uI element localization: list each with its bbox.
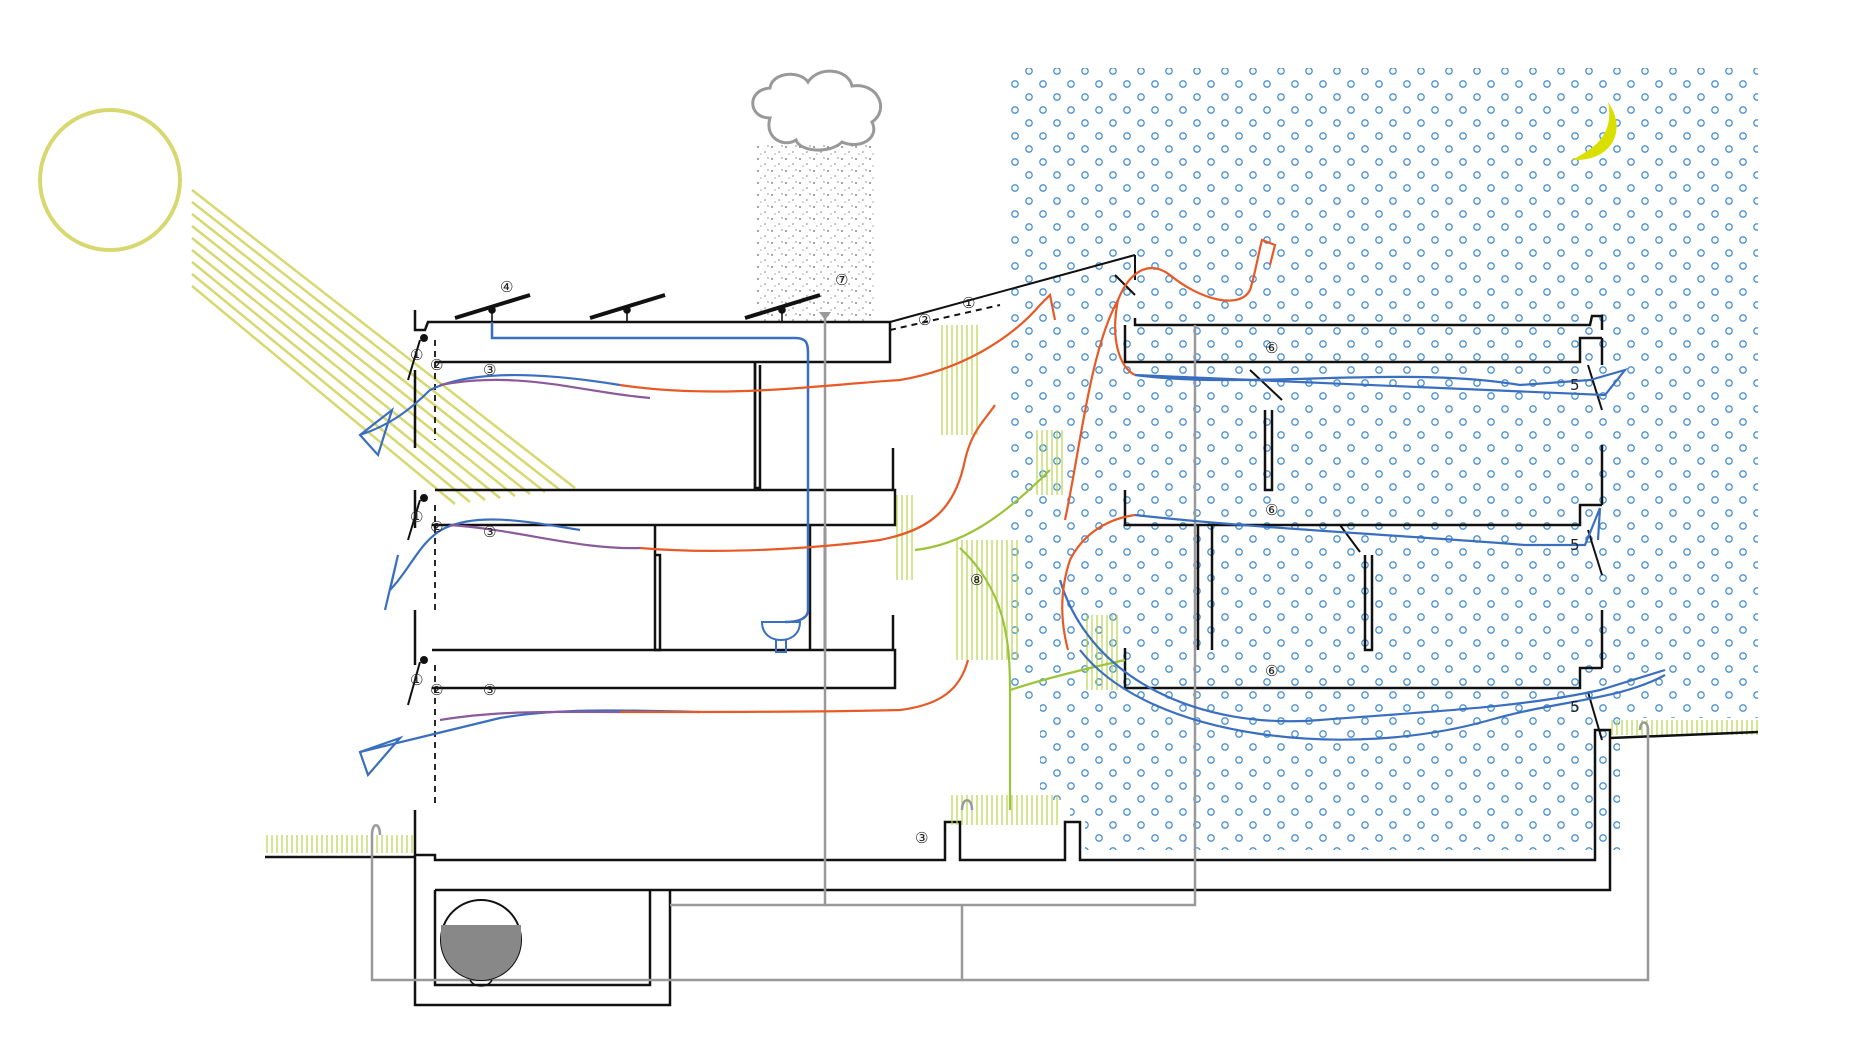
label-one-1: ① <box>410 346 423 364</box>
label-one-2: ① <box>410 508 423 526</box>
label-five-2: 5 <box>1570 536 1580 554</box>
label-six-1: ⑥ <box>1265 339 1278 357</box>
cloud-icon <box>751 69 883 152</box>
warm-air-flows <box>619 238 1277 714</box>
sun-icon <box>38 108 182 252</box>
night-sky <box>1010 68 1758 850</box>
label-three-2: ③ <box>483 523 496 541</box>
water-tank-icon <box>440 899 522 987</box>
label-two-2: ② <box>430 518 443 536</box>
labels: ① ② ③ ① ② ③ ① ② ③ ③ ④ ⑦ ① ② ⑥ ⑥ ⑥ 5 5 5 … <box>410 271 1580 847</box>
label-five-1: 5 <box>1570 376 1580 394</box>
label-two-1: ② <box>430 356 443 374</box>
label-two-roof: ② <box>918 311 931 329</box>
label-five-3: 5 <box>1570 698 1580 716</box>
label-six-3: ⑥ <box>1265 662 1278 680</box>
drain-pipe <box>370 318 1650 982</box>
washbasin-icon <box>760 621 802 653</box>
moon-icon <box>1572 102 1617 161</box>
right-building <box>1123 314 1604 690</box>
label-four: ④ <box>500 278 513 296</box>
label-three-1: ③ <box>483 361 496 379</box>
label-one-3: ① <box>410 671 423 689</box>
water-pipe <box>490 322 810 624</box>
label-six-2: ⑥ <box>1265 501 1278 519</box>
label-three-4: ③ <box>915 829 928 847</box>
label-three-3: ③ <box>483 681 496 699</box>
label-one-roof: ① <box>962 294 975 312</box>
sun-rays <box>191 189 576 505</box>
label-eight: ⑧ <box>970 571 983 589</box>
label-two-3: ② <box>430 681 443 699</box>
label-seven: ⑦ <box>835 271 848 289</box>
cool-air-flows <box>358 367 1666 778</box>
